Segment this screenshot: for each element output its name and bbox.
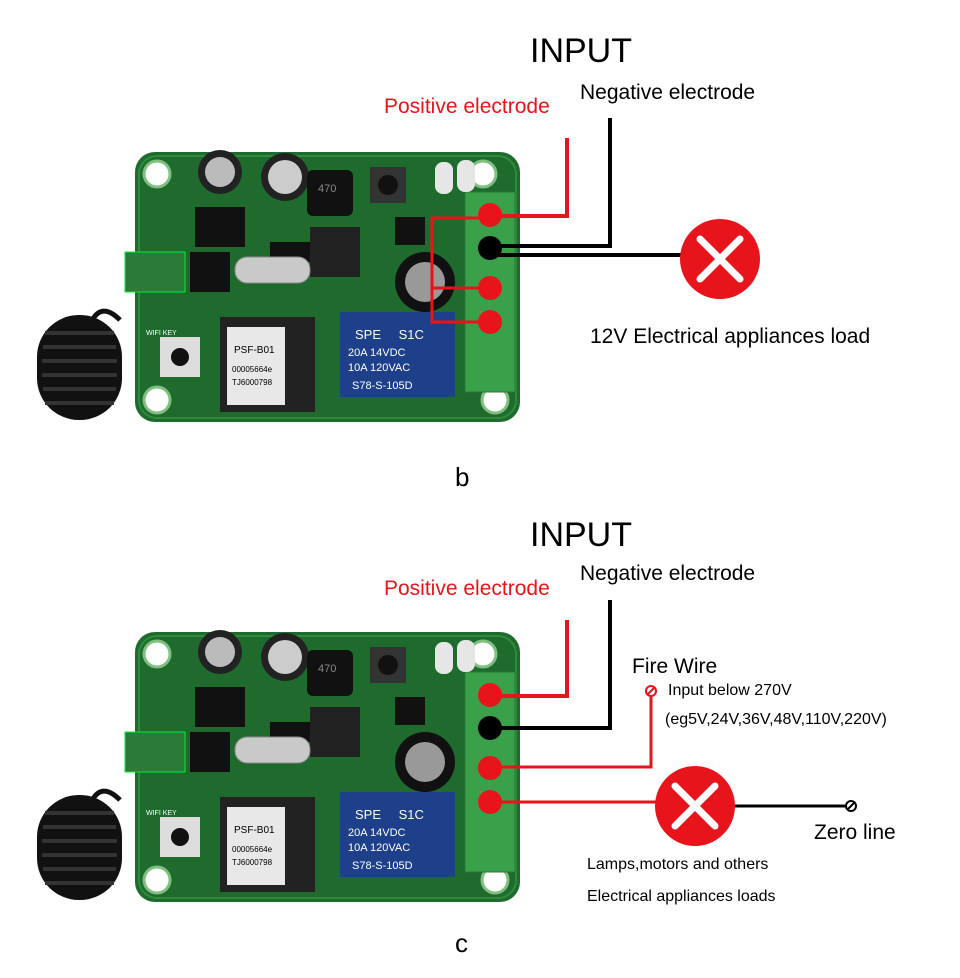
negative-wire [492,118,612,248]
input-voltage-label: Input below 270V [668,682,792,699]
antenna-coil [35,313,124,422]
terminal-dot [478,683,502,707]
module-code: 00005664e [232,845,273,854]
terminal-dot [478,310,502,334]
terminal-dot [478,276,502,300]
load-lamp-icon [680,219,760,299]
load-return-wire [430,216,492,324]
relay-brand: SPE [355,327,382,342]
relay-brand: SPE [355,807,382,822]
relay-model: S1C [398,327,424,342]
key-label: WIFI KEY [146,330,177,337]
positive-wire [492,138,569,218]
relay-part: S78-S-105D [352,860,413,872]
diagram-b [35,118,760,424]
terminal-dot [478,236,502,260]
relay-model: S1C [398,807,424,822]
antenna-coil [35,793,124,902]
terminal-dot [478,756,502,780]
terminal-dot [478,716,502,740]
fire-wire-terminal-icon [645,685,657,697]
module-id: TJ6000798 [232,858,273,867]
module-code: 00005664e [232,365,273,374]
relay-part: S78-S-105D [352,380,413,392]
loads-label-line2: Electrical appliances loads [587,888,776,905]
input-title: INPUT [530,32,632,70]
inductor-code: 470 [318,183,337,195]
load-lamp-icon [655,766,735,846]
relay-rating-1: 20A 14VDC [348,347,406,359]
input-title: INPUT [530,516,632,554]
caption-c: c [455,928,468,958]
relay-rating-2: 10A 120VAC [348,362,411,374]
relay-rating-2: 10A 120VAC [348,842,411,854]
positive-wire [492,620,569,698]
negative-electrode-label: Negative electrode [580,81,756,104]
module-name: PSF-B01 [234,825,275,836]
positive-electrode-label: Positive electrode [384,95,550,118]
zero-line-terminal-icon [845,800,857,812]
relay-label: SPE S1C [355,327,424,342]
key-label: WIFI KEY [146,810,177,817]
loads-label-line1: Lamps,motors and others [587,856,769,873]
module-id: TJ6000798 [232,378,273,387]
terminal-dot [478,203,502,227]
fire-wire-label: Fire Wire [632,655,718,678]
negative-electrode-label: Negative electrode [580,562,756,585]
voltage-examples: (eg5V,24V,36V,48V,110V,220V) [665,711,887,728]
load-label: 12V Electrical appliances load [590,325,871,348]
terminal-dot [478,790,502,814]
inductor-code: 470 [318,663,337,675]
positive-electrode-label: Positive electrode [384,577,550,600]
fire-wire [492,697,653,769]
caption-b: b [455,462,470,492]
zero-line-label: Zero line [814,821,896,844]
negative-wire [492,600,612,730]
diagram-c [35,600,857,904]
relay-label: SPE S1C [355,807,424,822]
relay-rating-1: 20A 14VDC [348,827,406,839]
module-name: PSF-B01 [234,345,275,356]
